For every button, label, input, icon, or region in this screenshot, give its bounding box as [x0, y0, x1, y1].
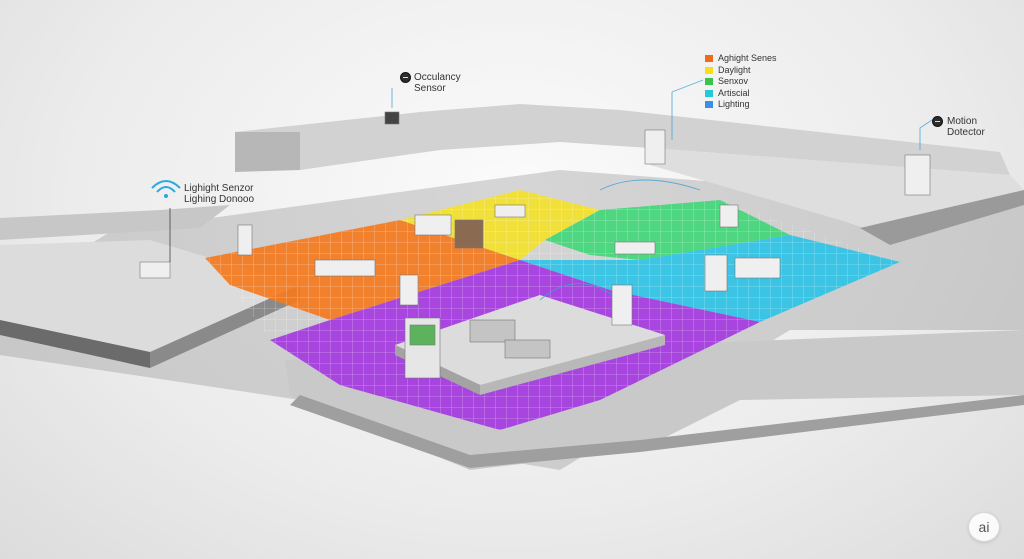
left-wing-edge	[0, 320, 150, 368]
back-wall	[235, 104, 1010, 175]
legend-item: Artiscial	[705, 88, 777, 100]
legend-label: Senxov	[718, 76, 749, 86]
callout-light-line1: Lighight Senzor	[184, 183, 254, 194]
legend-item: Daylight	[705, 65, 777, 77]
ceiling-sensor	[384, 111, 400, 125]
fixture-door	[454, 219, 484, 249]
callout-motion-line1: Motion	[947, 116, 978, 127]
sensor-box-left	[139, 261, 171, 279]
fixture-console-2	[504, 339, 551, 359]
right-roof-edge	[860, 190, 1024, 245]
legend-label: Artiscial	[718, 87, 750, 98]
occupancy-sensor-icon	[400, 72, 411, 83]
wall-sensor-green	[719, 204, 739, 228]
back-wall-face	[235, 132, 300, 172]
fixture-bench	[734, 257, 781, 279]
legend-swatch-blue	[705, 101, 713, 109]
sensor-panel-back	[644, 129, 666, 165]
motion-detector-icon	[932, 116, 943, 127]
legend-item: Senxov	[705, 76, 777, 88]
zone-legend: Aghight Senes Daylight Senxov Artiscial …	[705, 53, 777, 111]
fixture-table-2	[614, 241, 656, 255]
signal-lines	[169, 79, 933, 301]
legend-label: Lighting	[718, 99, 750, 109]
fixture-cabinet-2	[704, 254, 728, 292]
legend-swatch-yellow	[705, 66, 713, 74]
fixture-cabinet-1	[414, 214, 452, 236]
control-panel-screen	[409, 324, 436, 346]
callout-light-line2: Lighing Donooo	[184, 194, 255, 205]
legend-item: Aghight Senes	[705, 53, 777, 65]
callout-occupancy-line2: Sensor	[414, 83, 446, 94]
callout-motion-line2: Dotector	[947, 127, 985, 138]
legend-swatch-orange	[705, 55, 713, 63]
callout-motion-detector: Motion Dotector	[947, 116, 985, 138]
left-upper-roof	[0, 205, 230, 240]
callout-occupancy-line1: Occulancy	[414, 72, 461, 83]
fixture-table-1	[494, 204, 526, 218]
legend-swatch-green	[705, 78, 713, 86]
sensor-post-left	[237, 224, 253, 256]
callout-light-sensor: Lighight Senzor Lighing Donooo	[184, 183, 254, 205]
callout-occupancy-sensor: Occulancy Sensor	[414, 72, 461, 94]
legend-swatch-cyan	[705, 89, 713, 97]
fixture-desk-1	[314, 259, 376, 277]
ai-watermark-badge: ai	[968, 512, 1000, 542]
legend-label: Daylight	[718, 64, 751, 75]
central-platform-side	[480, 335, 665, 395]
sensor-post-center	[611, 284, 633, 326]
signal-arc-1	[539, 283, 613, 301]
signal-line-legend	[671, 79, 704, 140]
fixture-console	[469, 319, 516, 343]
signal-arc-2	[599, 179, 701, 191]
signal-line-motion	[919, 119, 933, 150]
wall-sensor-orange	[399, 274, 419, 306]
legend-item: Lighting	[705, 99, 777, 111]
wifi-icon	[151, 180, 181, 198]
legend-label: Aghight Senes	[718, 53, 777, 63]
sensor-post-right	[904, 154, 931, 196]
